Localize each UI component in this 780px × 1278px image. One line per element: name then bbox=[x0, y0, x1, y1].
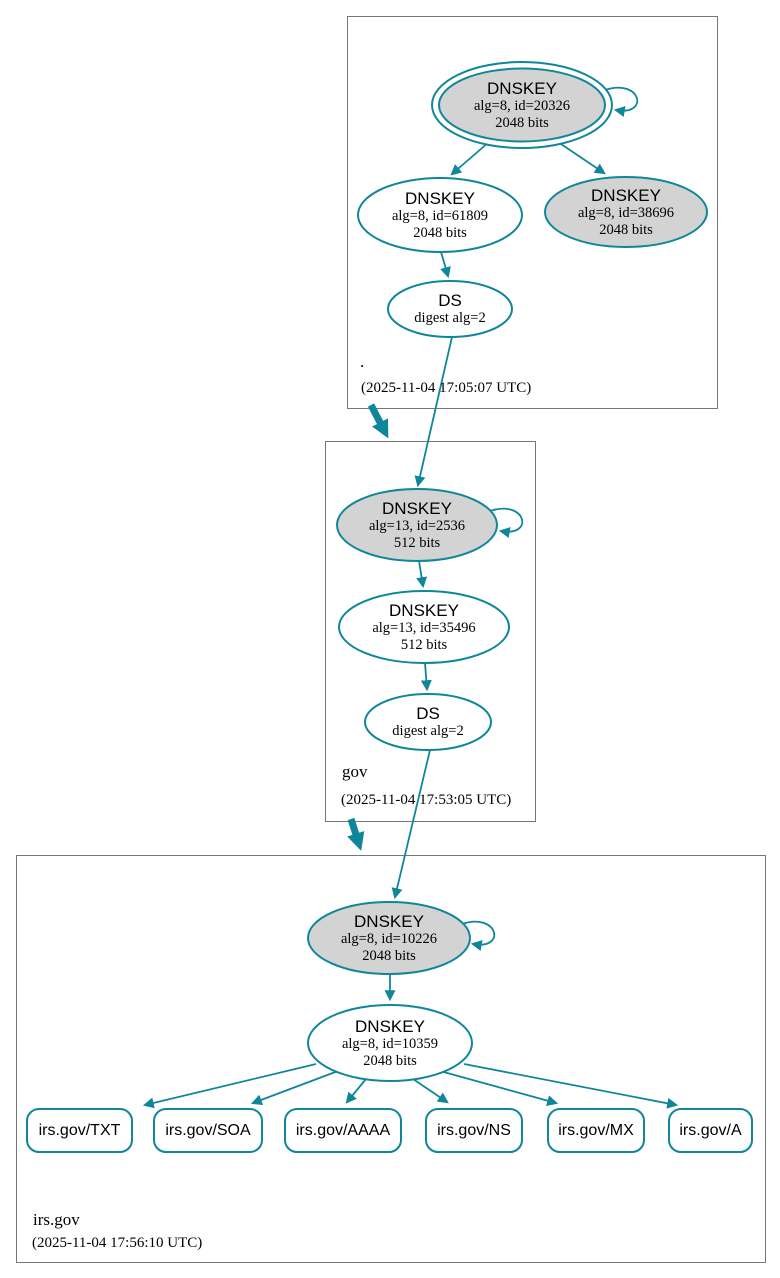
record-irs-gov-soa[interactable]: irs.gov/SOA bbox=[153, 1108, 263, 1153]
selfloop-root-ksk bbox=[604, 86, 639, 117]
zone-label-gov: gov bbox=[342, 762, 368, 781]
edge-root-ds-to-gov-ksk bbox=[414, 336, 453, 488]
zone-box-gov bbox=[325, 441, 536, 822]
zone-box-root bbox=[347, 16, 718, 409]
record-irs-gov-txt[interactable]: irs.gov/TXT bbox=[26, 1108, 133, 1153]
edge-irs-zsk-to-txt bbox=[142, 1063, 317, 1109]
edge-zsk61809-to-ds bbox=[440, 251, 451, 279]
edge-irs-zsk-to-a bbox=[463, 1063, 679, 1109]
zone-timestamp-gov: (2025-11-04 17:53:05 UTC) bbox=[341, 792, 512, 808]
selfloop-irs-ksk bbox=[461, 920, 496, 951]
edge-irs-zsk-to-soa bbox=[250, 1070, 339, 1106]
record-irs-gov-ns[interactable]: irs.gov/NS bbox=[425, 1108, 523, 1153]
node-dnskey-10226-ellipse[interactable] bbox=[307, 901, 471, 975]
record-irs-gov-mx[interactable]: irs.gov/MX bbox=[547, 1108, 645, 1153]
zone-timestamp-irs-gov: (2025-11-04 17:56:10 UTC) bbox=[32, 1235, 203, 1251]
edge-root-ksk-to-zsk61809 bbox=[450, 141, 490, 176]
node-dnskey-38696-ellipse[interactable] bbox=[544, 176, 708, 248]
edge-gov-ds-to-irs-ksk bbox=[391, 749, 431, 900]
node-dnskey-10359-ellipse[interactable] bbox=[307, 1004, 473, 1082]
edge-root-ksk-to-key38696 bbox=[557, 141, 606, 175]
zone-label-root: . bbox=[360, 352, 365, 371]
node-dnskey-35496-ellipse[interactable] bbox=[338, 590, 510, 664]
edge-irs-zsk-to-aaaa bbox=[345, 1078, 367, 1104]
record-irs-gov-a[interactable]: irs.gov/A bbox=[668, 1108, 753, 1153]
edge-irs-zsk-to-mx bbox=[439, 1070, 559, 1106]
node-root-ds-ellipse[interactable] bbox=[387, 280, 513, 338]
zone-box-irs-gov bbox=[16, 855, 766, 1263]
delegation-arrow-root-to-gov bbox=[367, 403, 389, 439]
node-dnskey-2536-ellipse[interactable] bbox=[336, 488, 498, 562]
selfloop-gov-ksk bbox=[489, 507, 524, 538]
edge-gov-zsk-to-ds bbox=[420, 662, 432, 692]
record-irs-gov-aaaa[interactable]: irs.gov/AAAA bbox=[284, 1108, 402, 1153]
zone-timestamp-root: (2025-11-04 17:05:07 UTC) bbox=[361, 380, 532, 396]
delegation-arrow-gov-to-irs bbox=[347, 817, 365, 851]
node-gov-ds-ellipse[interactable] bbox=[364, 693, 492, 751]
zone-label-irs-gov: irs.gov bbox=[33, 1210, 80, 1229]
edge-irs-zsk-to-ns bbox=[412, 1078, 449, 1104]
edge-gov-ksk-to-zsk bbox=[416, 560, 428, 589]
node-dnskey-20326-ellipse[interactable] bbox=[438, 67, 606, 143]
node-dnskey-61809-ellipse[interactable] bbox=[357, 177, 523, 253]
